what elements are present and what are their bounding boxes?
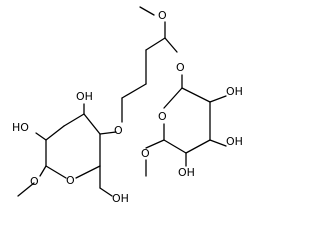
atom-o-ether-left: O <box>114 124 123 137</box>
atom-o-ring-left: O <box>66 174 75 187</box>
atom-oh-left-mid: HO <box>12 121 29 134</box>
atom-oh-right-3: OH <box>178 166 195 179</box>
bonds <box>17 6 227 197</box>
atom-labels: O O O O OH OH OH O OH HO O O OH <box>12 9 243 205</box>
atom-oh-right-1: OH <box>226 85 243 98</box>
atom-o-ether-right: O <box>176 61 185 74</box>
atom-o-ring-right: O <box>158 110 167 123</box>
atom-oh-right-2: OH <box>226 135 243 148</box>
structure-diagram: O O O O OH OH OH O OH HO O O OH <box>12 6 243 205</box>
atom-o-methoxy-left-bottom: O <box>30 175 39 188</box>
atom-o-methoxy-right: O <box>141 147 150 160</box>
atom-o-methoxy-top: O <box>158 9 167 22</box>
atom-oh-left-ch2: OH <box>112 192 129 205</box>
atom-oh-left-top: OH <box>76 90 93 103</box>
